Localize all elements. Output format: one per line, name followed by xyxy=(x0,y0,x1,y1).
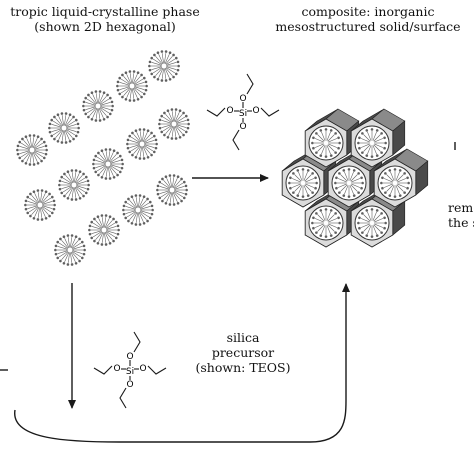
micelle-13 xyxy=(156,174,188,206)
composite-pore xyxy=(308,205,344,241)
micelle-12 xyxy=(122,194,154,226)
micelle-9 xyxy=(158,108,190,140)
composite-pore xyxy=(354,125,390,161)
removal-label-line1: rem xyxy=(448,200,474,215)
teos-bottom-o-atom: O xyxy=(113,364,120,374)
micelle-7 xyxy=(92,148,124,180)
micelle-8 xyxy=(126,128,158,160)
pathway-bottom-curve xyxy=(14,399,347,443)
silica-precursor-label: silica precursor (shown: TEOS) xyxy=(188,330,298,375)
teos-top-o-atom: O xyxy=(226,106,233,116)
composite-title-line1: composite: inorganic xyxy=(301,4,435,19)
silica-label-line3: (shown: TEOS) xyxy=(195,360,291,375)
lc-phase-title-line1: tropic liquid-crystalline phase xyxy=(10,4,200,19)
micelle-2 xyxy=(82,90,114,122)
pore-micelle-0 xyxy=(311,128,341,158)
silica-label-line1: silica xyxy=(226,330,260,345)
micelle-10 xyxy=(54,234,86,266)
removal-label: rem the s xyxy=(448,200,474,230)
teos-top-o-atom: O xyxy=(239,122,246,132)
teos-bottom-o-atom: O xyxy=(126,352,133,362)
composite-pore xyxy=(308,125,344,161)
teos-bottom-o-atom: O xyxy=(126,380,133,390)
teos-top-o-atom: O xyxy=(252,106,259,116)
composite-pore xyxy=(377,165,413,201)
lc-phase-title-line2: (shown 2D hexagonal) xyxy=(34,19,176,34)
composite-title: composite: inorganic mesostructured soli… xyxy=(262,4,474,34)
micelle-11 xyxy=(88,214,120,246)
teos-bottom-o-atom: O xyxy=(139,364,146,374)
lc-phase-title: tropic liquid-crystalline phase (shown 2… xyxy=(0,4,210,34)
micelle-4 xyxy=(148,50,180,82)
micelle-1 xyxy=(48,112,80,144)
removal-label-line2: the s xyxy=(448,215,474,230)
teos-top-o-atom: O xyxy=(239,94,246,104)
liquid-crystal-micelle-array xyxy=(16,50,190,266)
composite-pore xyxy=(354,205,390,241)
pore-micelle-2 xyxy=(288,168,318,198)
pore-micelle-1 xyxy=(357,128,387,158)
composite-pore xyxy=(285,165,321,201)
micelle-3 xyxy=(116,70,148,102)
mesostructured-composite-hexagonal-block xyxy=(281,108,429,248)
micelle-0 xyxy=(16,134,48,166)
pore-micelle-6 xyxy=(357,208,387,238)
composite-title-line2: mesostructured solid/surface xyxy=(275,19,461,34)
pore-micelle-3 xyxy=(334,168,364,198)
micelle-5 xyxy=(24,189,56,221)
teos-bottom-si-atom: Si xyxy=(126,367,134,377)
pore-micelle-5 xyxy=(311,208,341,238)
pore-micelle-4 xyxy=(380,168,410,198)
teos-top-si-atom: Si xyxy=(239,109,247,119)
silica-label-line2: precursor xyxy=(211,345,275,360)
composite-pore xyxy=(331,165,367,201)
micelle-6 xyxy=(58,169,90,201)
